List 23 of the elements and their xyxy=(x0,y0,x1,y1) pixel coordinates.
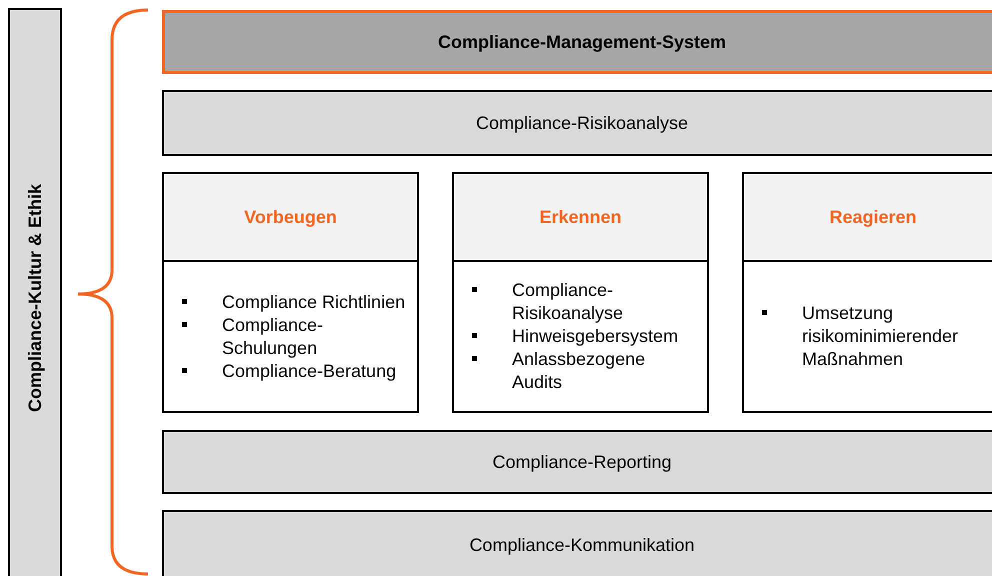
bullet-item: Compliance Richtlinien xyxy=(178,290,407,314)
bullet-item: Compliance-Risikoanalyse xyxy=(468,279,697,325)
bullet-item: Anlassbezogene Audits xyxy=(468,348,697,394)
band-label: Compliance-Kommunikation xyxy=(469,534,695,556)
process-band xyxy=(162,510,992,576)
bullet-item: Compliance-Schulungen xyxy=(178,314,407,360)
vertical-bar xyxy=(8,8,62,576)
bullet-item: Hinweisgebersystem xyxy=(468,325,697,348)
bar-label: Compliance-Kultur & Ethik xyxy=(24,184,46,412)
category-heading: Reagieren xyxy=(829,206,917,228)
bullet-item: Umsetzung risikominimierender Maßnahmen xyxy=(758,302,992,371)
band-label: Compliance-Reporting xyxy=(492,452,672,472)
band-label: Compliance-Management-System xyxy=(438,32,726,52)
process-band xyxy=(162,430,992,494)
process-band xyxy=(162,90,992,156)
category-heading: Vorbeugen xyxy=(244,206,337,228)
category-heading: Erkennen xyxy=(539,206,622,228)
category-card xyxy=(162,172,419,413)
band-label: Compliance-Risikoanalyse xyxy=(476,112,688,134)
category-card xyxy=(742,172,992,413)
bullet-item: Compliance-Beratung xyxy=(178,360,407,382)
title-band xyxy=(162,10,992,74)
category-card xyxy=(452,172,709,413)
